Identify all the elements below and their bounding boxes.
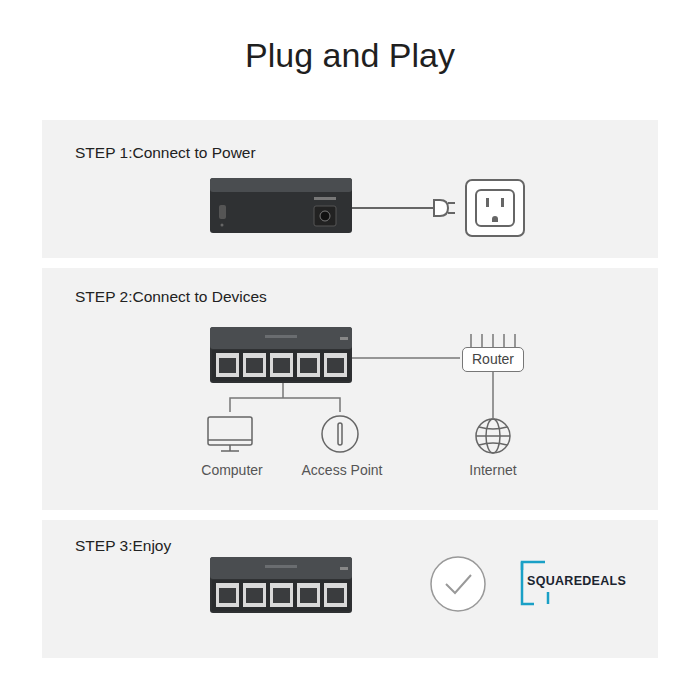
- switch-rear: [210, 178, 352, 233]
- step-heading: STEP 1:Connect to Power: [75, 144, 256, 162]
- computer-icon: [208, 417, 252, 451]
- network-wires: [230, 358, 460, 412]
- step-panel: STEP 2:Connect to DevicesRouterComputer A…: [42, 268, 658, 510]
- panel-ground: [42, 120, 658, 258]
- device-node: Access Point: [290, 416, 394, 478]
- panel-ground: [42, 268, 658, 510]
- power-plug: [352, 200, 455, 216]
- node-label: Internet: [469, 462, 516, 478]
- router-antennas: [471, 334, 515, 347]
- link-line: [492, 372, 494, 420]
- step-panel: STEP 1:Connect to Power: [42, 120, 658, 258]
- wall-outlet: [466, 180, 524, 236]
- node-label: Router: [472, 351, 514, 368]
- check-icon: [431, 557, 485, 611]
- switch-front: [210, 327, 352, 383]
- step-panel: STEP 3:Enjoy: [42, 520, 658, 658]
- switch-front: [210, 557, 352, 613]
- panel-ground: [42, 520, 658, 658]
- diagram-title: Plug and Play: [0, 36, 700, 75]
- watermark-logo: SQUAREDEALS: [527, 574, 626, 588]
- step-heading: STEP 3:Enjoy: [75, 537, 171, 555]
- access-point-icon: [322, 416, 358, 452]
- device-node: Internet: [443, 415, 543, 478]
- device-node: Computer: [180, 416, 284, 478]
- step-heading: STEP 2:Connect to Devices: [75, 288, 267, 306]
- network-link: [493, 372, 494, 420]
- node-label: Access Point: [302, 462, 383, 478]
- node-label: Computer: [201, 462, 262, 478]
- router-box: Router: [462, 347, 524, 372]
- globe-icon: [476, 419, 510, 453]
